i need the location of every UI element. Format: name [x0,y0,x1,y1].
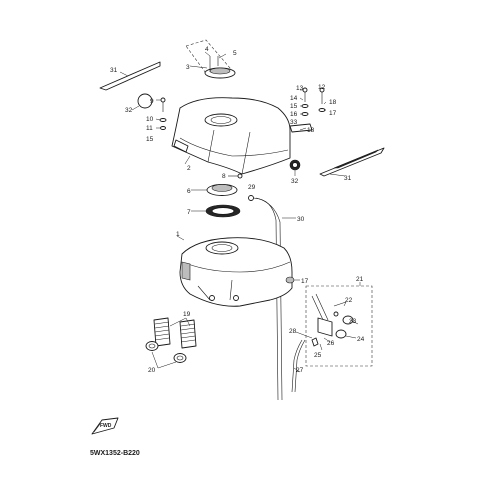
callout-31b: 31 [344,175,352,182]
diagram-code: 5WX1352-B220 [90,450,140,457]
callout-32b: 32 [291,178,299,185]
fuel-cock [295,293,359,351]
grommet-right [289,159,301,176]
callout-32a: 32 [125,107,133,114]
callout-13: 13 [296,85,304,92]
decal-stripe-left [99,61,161,91]
callout-19: 19 [183,311,191,318]
callout-18b: 18 [307,127,315,134]
damper-pair [153,317,197,349]
bolt-set-left [155,97,167,130]
callout-29: 29 [248,184,256,191]
screw-8 [228,173,243,179]
grommet-pair [145,341,187,369]
washer-17 [285,276,300,284]
callout-25: 25 [314,352,322,359]
callout-8: 8 [222,173,226,180]
callout-23: 23 [349,318,357,325]
callout-2: 2 [187,165,191,172]
breather-hose [248,195,306,401]
callout-26: 26 [327,340,335,347]
fwd-arrow-icon: FWD [91,417,119,435]
filler-ring [191,184,238,196]
callout-4: 4 [205,46,209,53]
callout-21: 21 [356,276,364,283]
callout-14: 14 [290,95,298,102]
fuel-cock-group [305,282,373,367]
callout-11: 11 [146,125,153,132]
callout-22: 22 [345,297,353,304]
callout-18a: 18 [329,99,337,106]
callout-24: 24 [357,336,365,343]
fuel-tank [176,235,293,307]
fuel-cap-assembly [185,39,236,79]
callout-33: 33 [290,119,298,126]
callout-15b: 15 [290,103,298,110]
callout-17b: 17 [301,278,309,285]
decal-stripe-right [319,147,385,177]
filler-gasket [191,204,241,218]
callout-3: 3 [186,64,190,71]
callout-labels: 1 2 3 4 5 6 7 8 9 10 11 12 13 14 15 15 1… [110,46,365,374]
callout-10: 10 [146,116,154,123]
grommet-left [131,93,153,111]
callout-31a: 31 [110,67,118,74]
callout-6: 6 [187,188,191,195]
callout-7: 7 [187,209,191,216]
callout-28: 28 [289,328,297,335]
callout-1: 1 [176,231,180,238]
callout-16: 16 [290,111,298,118]
callout-12: 12 [318,84,326,91]
callout-27: 27 [296,367,304,374]
screw-set-right [289,87,327,133]
tank-cover [171,97,291,175]
callout-15a: 15 [146,136,154,143]
callout-20: 20 [148,367,156,374]
callout-5: 5 [233,50,237,57]
callout-17a: 17 [329,110,337,117]
fwd-label: FWD [100,423,112,429]
callout-30: 30 [297,216,305,223]
callout-9: 9 [150,98,154,105]
